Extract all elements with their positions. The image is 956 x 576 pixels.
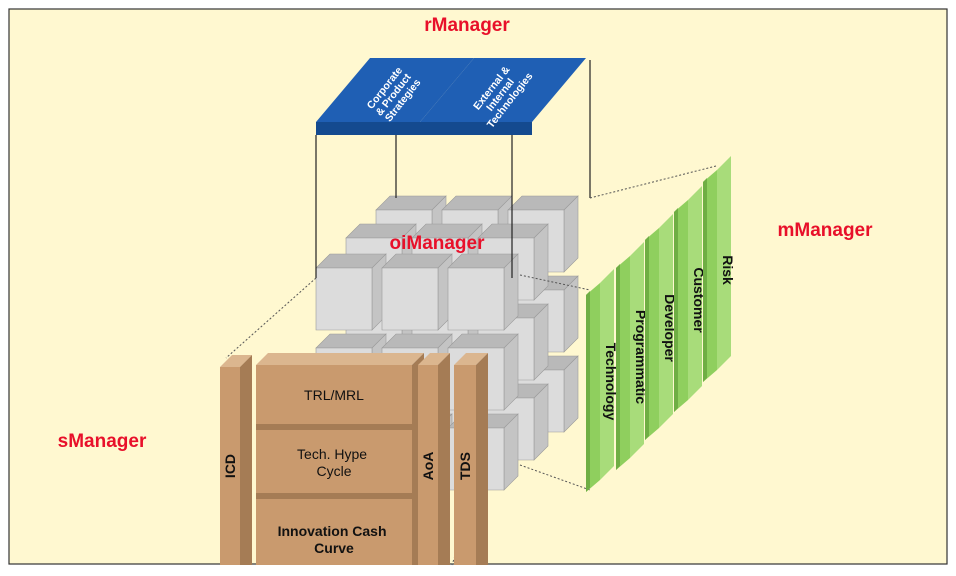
strategy-strip-external: External & Internal Technologies [420,58,586,135]
m-strip-technology: Technology [586,269,619,492]
m-strip-risk: Risk [703,156,736,382]
strategy-strip-corporate: Corporate & Product Strategies [316,58,474,135]
s-stack-cash-label: Innovation Cash Curve [278,523,391,556]
cube-2-0-2-front [447,267,505,331]
cube-2-0-0-front [315,267,373,331]
smanager-label: sManager [58,431,147,452]
connector-lines [315,60,591,278]
s-block-aoa-label: AoA [420,452,436,481]
s-stack-hype: Tech. Hype Cycle [256,430,412,499]
cube-2-0-1-front [381,267,439,331]
s-stack-trl: TRL/MRL [256,353,424,430]
s-block-icd-label: ICD [222,454,238,478]
m-strip-label: Technology [603,343,619,421]
s-block-tds: TDS [454,353,488,565]
rmanager-label: rManager [424,15,510,36]
s-blocks: ICD TRL/MRL Tech. Hype Cycle Innovation … [220,353,488,565]
mmanager-label: mManager [777,220,873,241]
m-strip-label: Risk [720,255,736,285]
oimanager-label: oiManager [389,233,485,254]
s-stack-cash: Innovation Cash Curve [256,499,412,565]
s-stack-hype-label: Tech. Hype Cycle [297,446,371,479]
s-block-aoa: AoA [418,353,450,565]
s-stack-trl-label: TRL/MRL [304,387,364,403]
m-strip-developer: Developer [645,214,678,440]
s-block-tds-label: TDS [457,452,473,480]
s-block-icd: ICD [220,355,252,565]
